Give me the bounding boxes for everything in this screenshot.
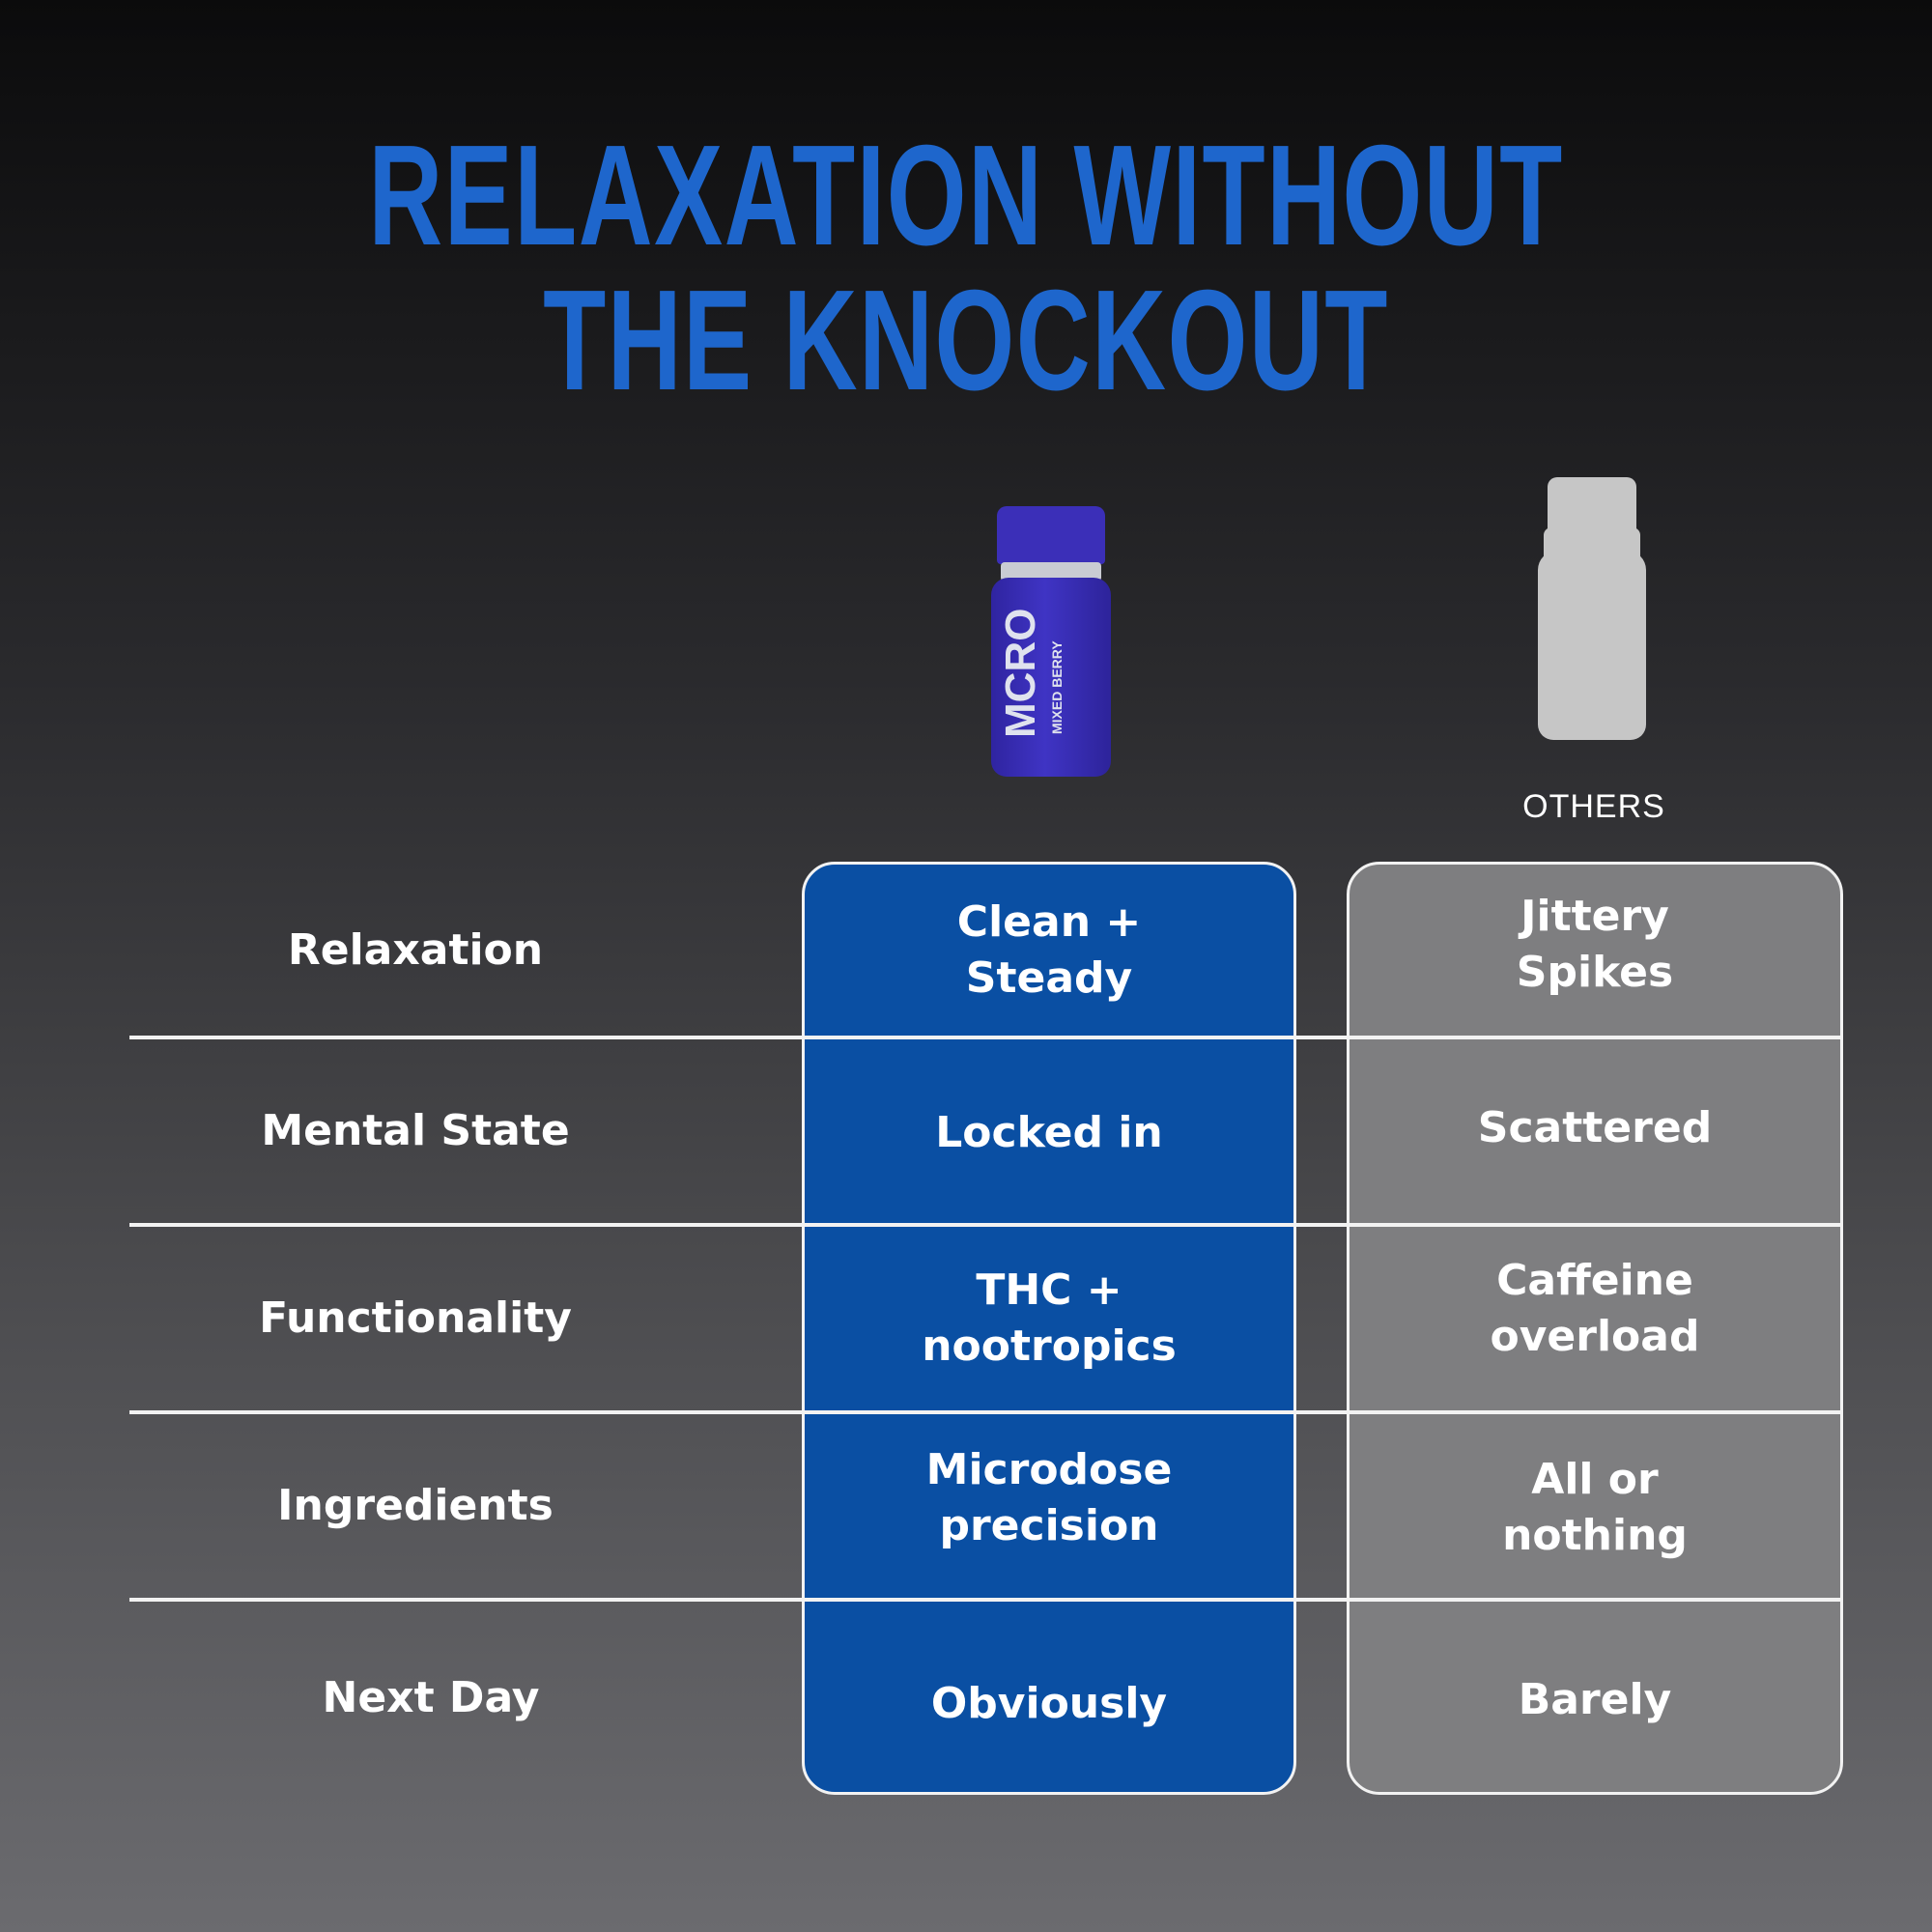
row-label: Ingredients	[277, 1481, 554, 1530]
row-label: Functionality	[259, 1293, 572, 1343]
mcro-cell: Microdose precision	[925, 1445, 1173, 1550]
row-label: Next Day	[322, 1673, 540, 1722]
mcro-cell: Clean + Steady	[956, 896, 1142, 1003]
others-bottle-body	[1538, 551, 1646, 740]
bottle-flavor-text: MIXED BERRY	[1049, 640, 1065, 734]
headline-line-2: THE KNOCKOUT	[543, 261, 1389, 420]
bottle-brand-text: MCRO	[997, 608, 1044, 738]
bottle-body	[991, 578, 1111, 777]
mcro-bottle-image: MCRO MIXED BERRY	[991, 506, 1111, 777]
others-bottle-image	[1538, 477, 1646, 740]
headline: RELAXATION WITHOUT THE KNOCKOUT	[270, 124, 1662, 413]
others-cell: Scattered	[1477, 1103, 1713, 1152]
others-column-label: OTHERS	[1522, 788, 1665, 825]
row-divider	[129, 1410, 1843, 1414]
others-cell: All or nothing	[1502, 1455, 1688, 1560]
mcro-column	[802, 862, 1296, 1795]
mcro-cell: THC + nootropics	[922, 1265, 1177, 1371]
bottle-neck	[1001, 562, 1101, 582]
others-cell: Caffeine overload	[1490, 1256, 1700, 1361]
row-label: Relaxation	[287, 924, 544, 975]
headline-line-1: RELAXATION WITHOUT	[368, 116, 1564, 275]
row-divider	[129, 1223, 1843, 1227]
row-divider	[129, 1598, 1843, 1602]
others-cell: Jittery Spikes	[1516, 891, 1674, 997]
bottle-cap	[997, 506, 1105, 564]
others-column	[1347, 862, 1843, 1795]
others-cell: Barely	[1518, 1675, 1672, 1724]
row-label: Mental State	[261, 1106, 570, 1155]
mcro-cell: Obviously	[930, 1679, 1168, 1728]
row-divider	[129, 1036, 1843, 1039]
others-bottle-cap	[1548, 477, 1636, 531]
mcro-cell: Locked in	[935, 1108, 1163, 1157]
